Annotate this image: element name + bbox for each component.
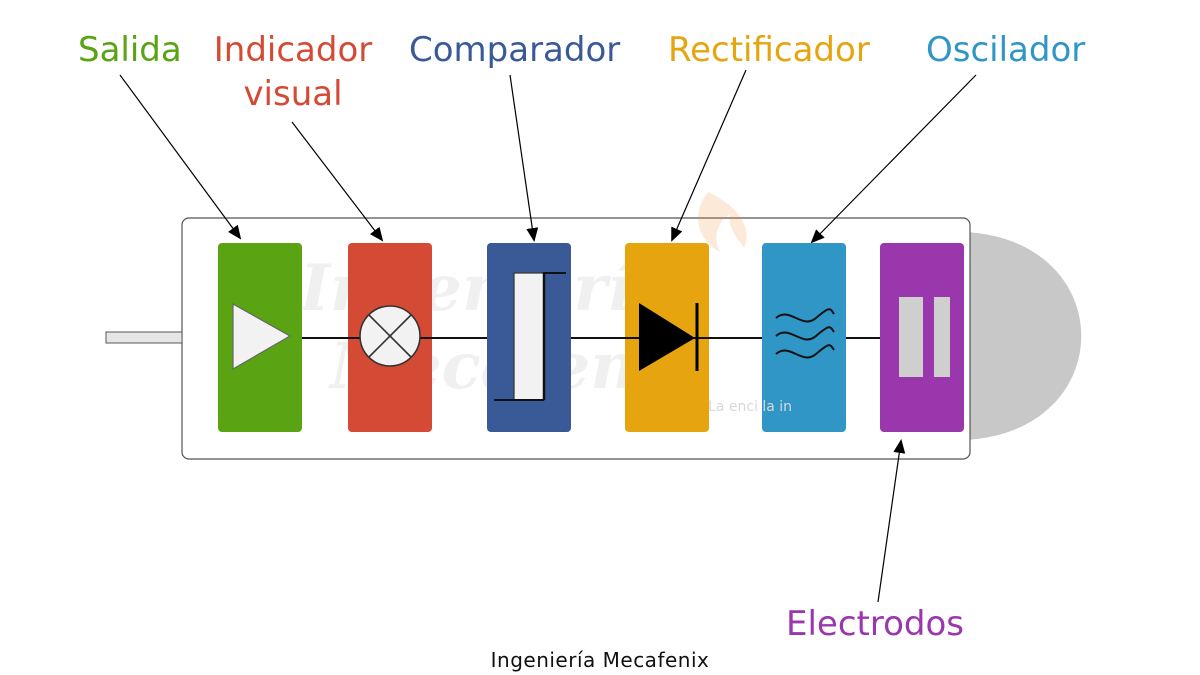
oscilador-block (762, 243, 846, 432)
comparador-arrow (509, 74, 539, 242)
rectificador-arrow (671, 69, 747, 242)
electrodos-arrow (877, 439, 906, 603)
lamp-cross-circle-icon (359, 305, 421, 367)
amplifier-triangle-icon (232, 302, 292, 371)
label-indicador-visual: Indicador visual (205, 28, 381, 116)
label-electrodos: Electrodos (786, 604, 965, 644)
comparator-bracket-icon (494, 272, 566, 401)
probe-lead (105, 331, 183, 344)
oscilador-arrow (810, 74, 977, 244)
label-oscilador: Oscilador (926, 30, 1086, 70)
label-indicador-line2: visual (243, 74, 343, 114)
comparador-block (487, 243, 571, 432)
electrode-bars-icon (899, 297, 950, 377)
caption: Ingeniería Mecafenix (490, 648, 710, 672)
salida-arrow (119, 74, 242, 240)
label-salida: Salida (78, 30, 182, 70)
electrodos-block (880, 243, 964, 432)
diode-icon (639, 303, 699, 371)
indicador-arrow (291, 121, 384, 242)
label-rectificador: Rectificador (668, 30, 870, 70)
label-comparador: Comparador (409, 30, 621, 70)
rectificador-block (625, 243, 709, 432)
probe-cap (965, 232, 1082, 440)
wave-icon (775, 308, 835, 359)
indicador-block (348, 243, 432, 432)
label-indicador-line1: Indicador (213, 30, 373, 70)
watermark-tagline: La enci la in (708, 399, 793, 415)
salida-block (218, 243, 302, 432)
